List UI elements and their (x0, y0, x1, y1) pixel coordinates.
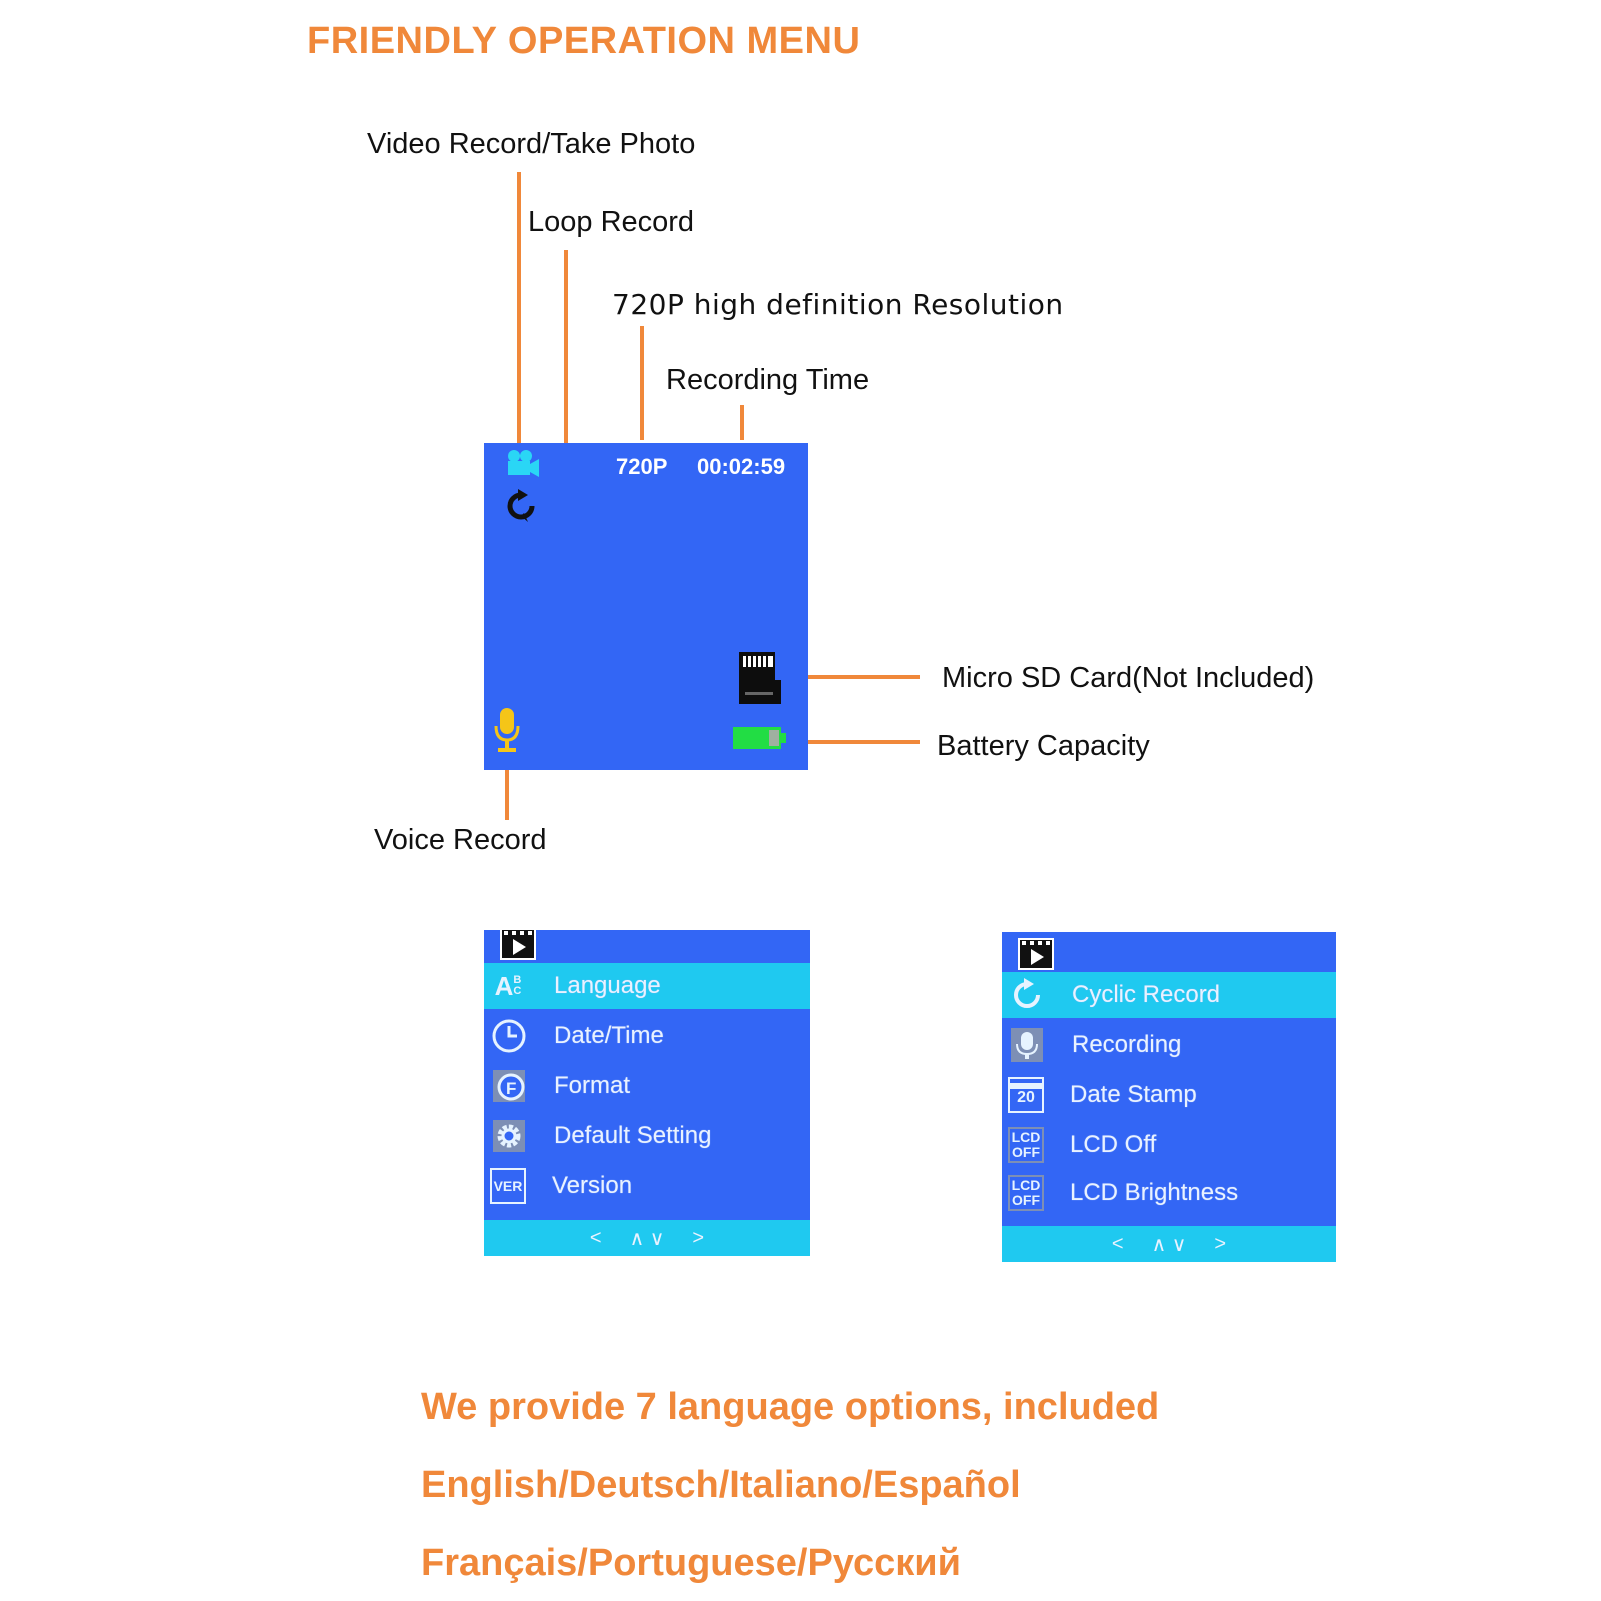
menu-item-date-time[interactable]: Date/Time (484, 1013, 810, 1059)
version-icon: VER (490, 1168, 526, 1204)
callout-loop-record: Loop Record (528, 206, 695, 238)
video-camera-icon (508, 450, 539, 477)
camera-screen: 720P 00:02:59 (484, 443, 808, 770)
menu-item-label: Language (554, 972, 661, 999)
menu-item-date-stamp[interactable]: 20 Date Stamp (1002, 1072, 1336, 1118)
clock-icon (490, 1017, 528, 1055)
menu-item-label: Format (554, 1072, 631, 1099)
resolution-readout: 720P (616, 454, 668, 479)
leader-loop-record-v (564, 250, 568, 508)
leader-resolution (640, 326, 644, 440)
calendar-icon: 20 (1008, 1077, 1044, 1113)
lcd-off-icon-off: OFF (1012, 1144, 1040, 1160)
callout-recording-time: Recording Time (666, 364, 870, 396)
microphone-icon (1008, 1026, 1046, 1064)
language-icon-a: A (494, 970, 514, 1001)
format-icon: F (490, 1067, 528, 1105)
menu-footer-nav: < ∧ ∨ > (484, 1220, 810, 1256)
menu-header (1002, 932, 1336, 972)
menu-item-label: Recording (1072, 1031, 1182, 1058)
clapperboard-icon (1018, 938, 1054, 970)
menu-footer-nav: < ∧ ∨ > (1002, 1226, 1336, 1262)
format-icon-letter: F (506, 1079, 516, 1098)
calendar-icon-header (1010, 1083, 1042, 1089)
menu-header (484, 928, 810, 963)
menu-item-label: Cyclic Record (1072, 981, 1221, 1008)
recording-time-readout: 00:02:59 (697, 454, 786, 479)
settings-menu-right: Cyclic Record Recording 20 Date Stamp LC… (1002, 932, 1336, 1262)
gear-icon (490, 1117, 528, 1155)
calendar-icon-day: 20 (1017, 1089, 1035, 1106)
loop-icon (507, 489, 535, 522)
callout-sd-card: Micro SD Card(Not Included) (942, 662, 1315, 694)
menu-item-label: Default Setting (554, 1122, 712, 1149)
menu-item-label: LCD Brightness (1070, 1179, 1239, 1206)
lcd-off-icon-lcd: LCD (1011, 1129, 1041, 1145)
language-list-line-1: English/Deutsch/Italiano/Español (421, 1464, 1021, 1506)
callout-video-photo: Video Record/Take Photo (367, 128, 696, 160)
menu-item-version[interactable]: VER Version (484, 1163, 810, 1209)
lcd-brightness-icon-off: OFF (1012, 1192, 1040, 1208)
callout-voice-record: Voice Record (374, 824, 547, 856)
menu-item-label: Version (552, 1172, 633, 1199)
menu-item-default-setting[interactable]: Default Setting (484, 1113, 810, 1159)
page-title: FRIENDLY OPERATION MENU (307, 20, 861, 62)
nav-left-arrow[interactable]: < (1111, 1232, 1124, 1255)
leader-battery (806, 740, 920, 744)
leader-voice-record (505, 770, 509, 820)
language-list-line-2: Français/Portuguese/Русский (421, 1542, 961, 1584)
leader-sd-card (808, 675, 920, 679)
nav-up-down-arrows[interactable]: ∧ ∨ (629, 1227, 665, 1250)
battery-icon (733, 727, 786, 749)
nav-right-arrow[interactable]: > (692, 1226, 705, 1249)
loop-icon (1008, 976, 1046, 1014)
language-icon-bc: BC (513, 974, 522, 997)
sd-card-icon (739, 652, 781, 704)
menu-item-format[interactable]: F Format (484, 1063, 810, 1109)
menu-item-label: Date Stamp (1070, 1081, 1197, 1108)
lcd-brightness-icon-lcd: LCD (1011, 1177, 1041, 1193)
leader-recording-time (740, 405, 744, 440)
menu-item-label: Date/Time (554, 1022, 664, 1049)
microphone-icon (494, 708, 520, 752)
version-icon-text: VER (493, 1178, 523, 1194)
nav-left-arrow[interactable]: < (589, 1226, 602, 1249)
callout-resolution: 720P high definition Resolution (612, 288, 1064, 321)
clapperboard-icon (500, 928, 536, 960)
language-options-intro: We provide 7 language options, included (421, 1386, 1160, 1428)
menu-item-recording[interactable]: Recording (1002, 1022, 1336, 1068)
nav-up-down-arrows[interactable]: ∧ ∨ (1151, 1233, 1187, 1256)
callout-battery: Battery Capacity (937, 730, 1150, 762)
leader-video-photo (517, 172, 521, 450)
menu-item-label: LCD Off (1070, 1131, 1157, 1158)
nav-right-arrow[interactable]: > (1214, 1232, 1227, 1255)
menu-item-cyclic-record[interactable]: Cyclic Record (1002, 972, 1336, 1018)
